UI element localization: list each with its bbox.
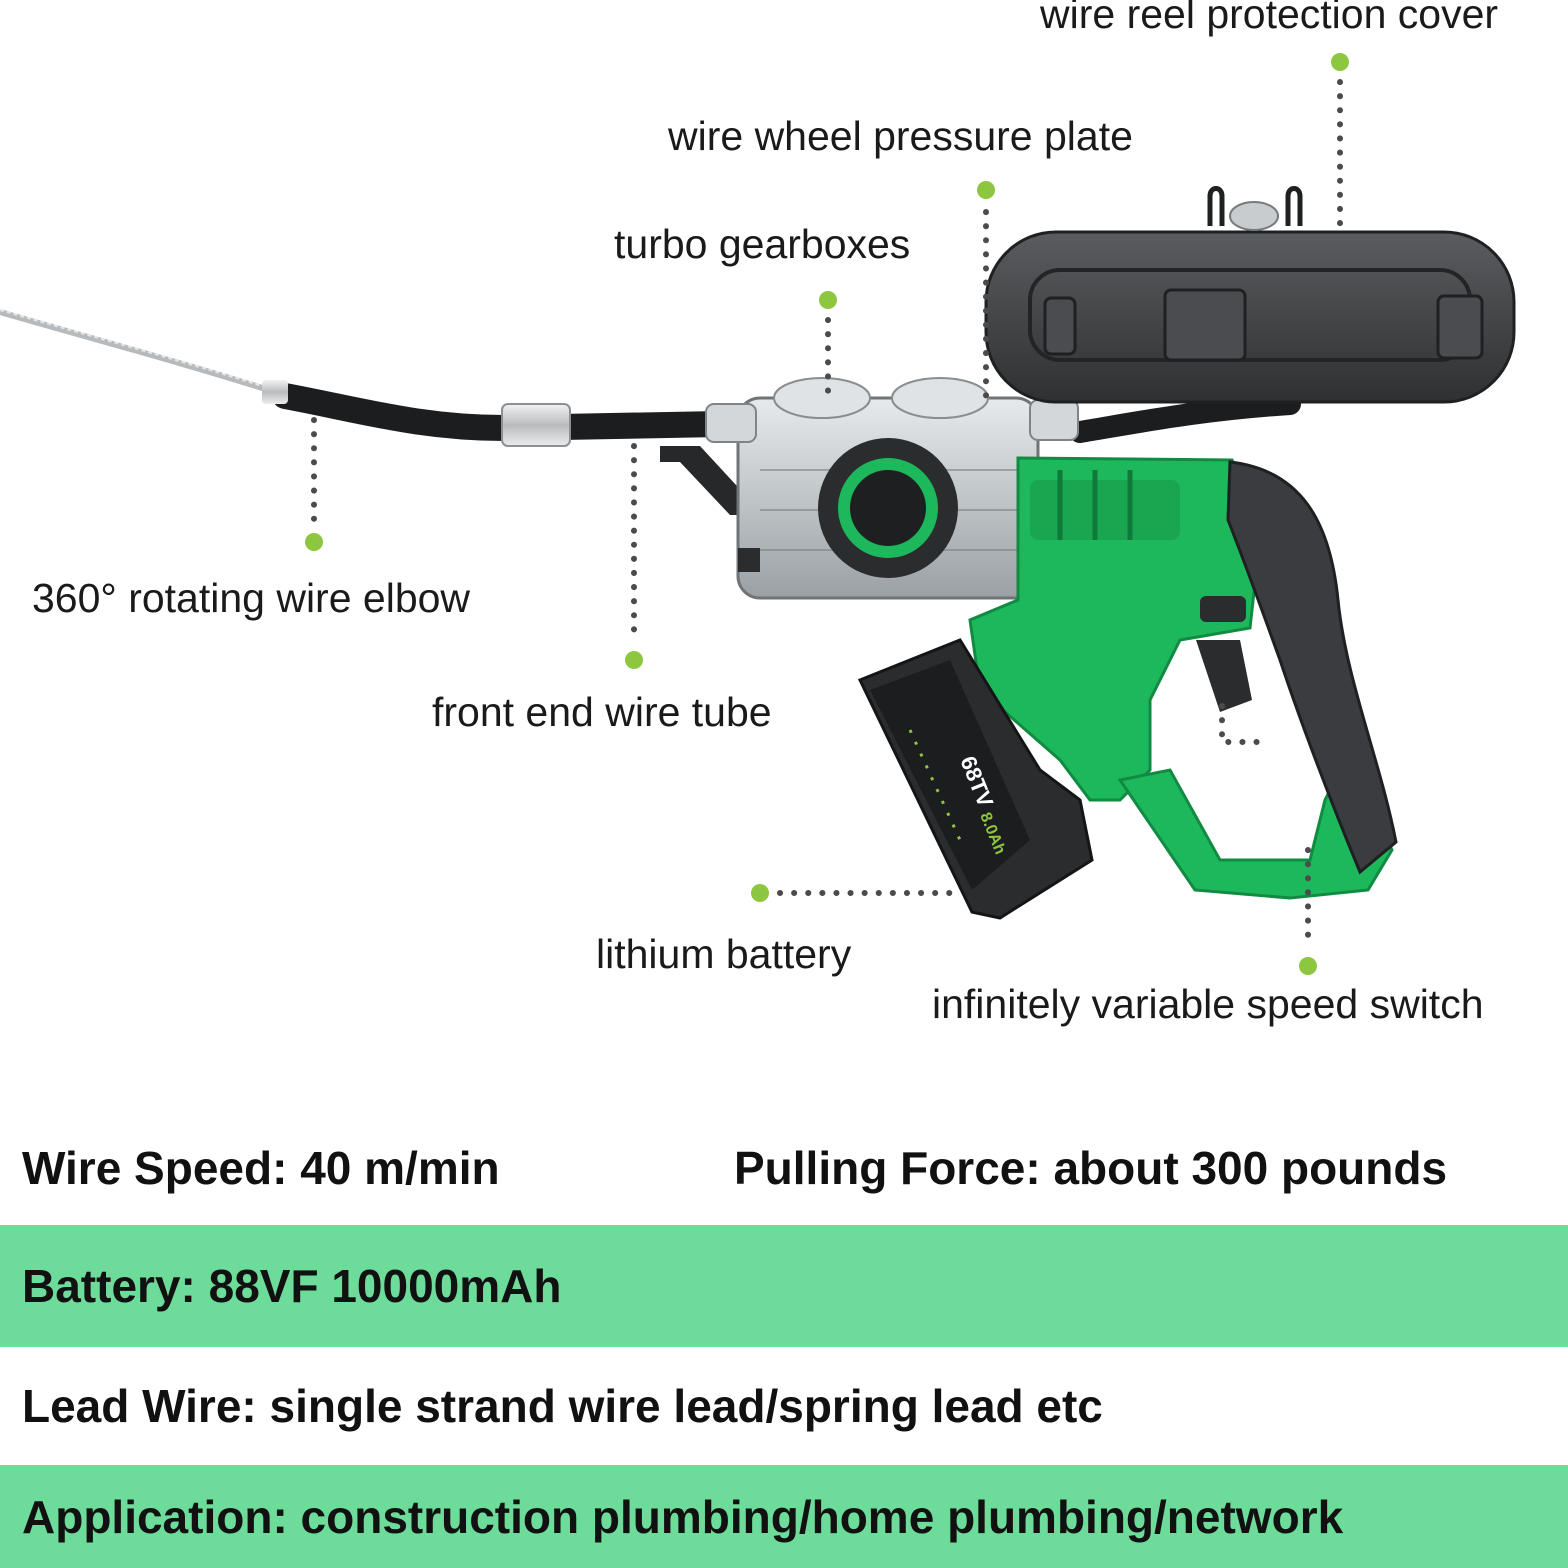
tube-coupler xyxy=(501,403,571,447)
pistol-grip xyxy=(1226,460,1398,875)
elbow-tip xyxy=(262,380,288,404)
label-reel-cover: wire reel protection cover xyxy=(1040,0,1499,37)
spec-wire-speed: Wire Speed: 40 m/min xyxy=(22,1141,500,1194)
label-wire-tube: front end wire tube xyxy=(432,689,772,735)
dot-gearboxes xyxy=(819,291,837,309)
wire-reel xyxy=(984,186,1516,404)
dot-speed-switch xyxy=(1299,957,1317,975)
label-elbow: 360° rotating wire elbow xyxy=(32,575,471,621)
label-battery: lithium battery xyxy=(596,931,852,977)
spec-row-speed-force: Wire Speed: 40 m/min Pulling Force: abou… xyxy=(0,1110,1568,1225)
trigger xyxy=(1196,640,1252,712)
elbow-tube xyxy=(272,383,733,442)
dot-elbow xyxy=(305,533,323,551)
leader-lines xyxy=(311,79,1343,949)
dot-battery xyxy=(751,884,769,902)
label-gearboxes: turbo gearboxes xyxy=(614,221,911,267)
label-pressure-plate: wire wheel pressure plate xyxy=(668,113,1133,159)
tool-illustration: 68TV 8.0Ah xyxy=(0,53,1516,975)
reel-feed-tube xyxy=(1069,393,1301,443)
leader-speed-switch xyxy=(1219,703,1265,745)
spec-application: Application: construction plumbing/home … xyxy=(22,1490,1344,1543)
dot-wire-tube xyxy=(625,651,643,669)
steel-wire xyxy=(0,309,276,395)
spec-battery: Battery: 88VF 10000mAh xyxy=(22,1260,562,1312)
label-speed-switch: infinitely variable speed switch xyxy=(932,981,1484,1027)
spec-row-lead-wire: Lead Wire: single strand wire lead/sprin… xyxy=(0,1347,1568,1465)
spec-lead-wire: Lead Wire: single strand wire lead/sprin… xyxy=(22,1380,1103,1432)
support-bracket xyxy=(660,446,748,515)
spec-row-application: Application: construction plumbing/home … xyxy=(0,1465,1568,1568)
steel-wire-highlight xyxy=(0,309,276,391)
spec-pulling-force: Pulling Force: about 300 pounds xyxy=(734,1141,1448,1194)
battery-pack: 68TV 8.0Ah xyxy=(857,638,1094,920)
product-diagram: 68TV 8.0Ah wire reel protection cover wi… xyxy=(0,0,1516,1027)
callout-dots xyxy=(305,53,1349,975)
dot-reel-cover xyxy=(1331,53,1349,71)
dot-pressure-plate xyxy=(977,181,995,199)
spec-row-battery: Battery: 88VF 10000mAh xyxy=(0,1225,1568,1347)
rotating-port xyxy=(818,438,958,578)
